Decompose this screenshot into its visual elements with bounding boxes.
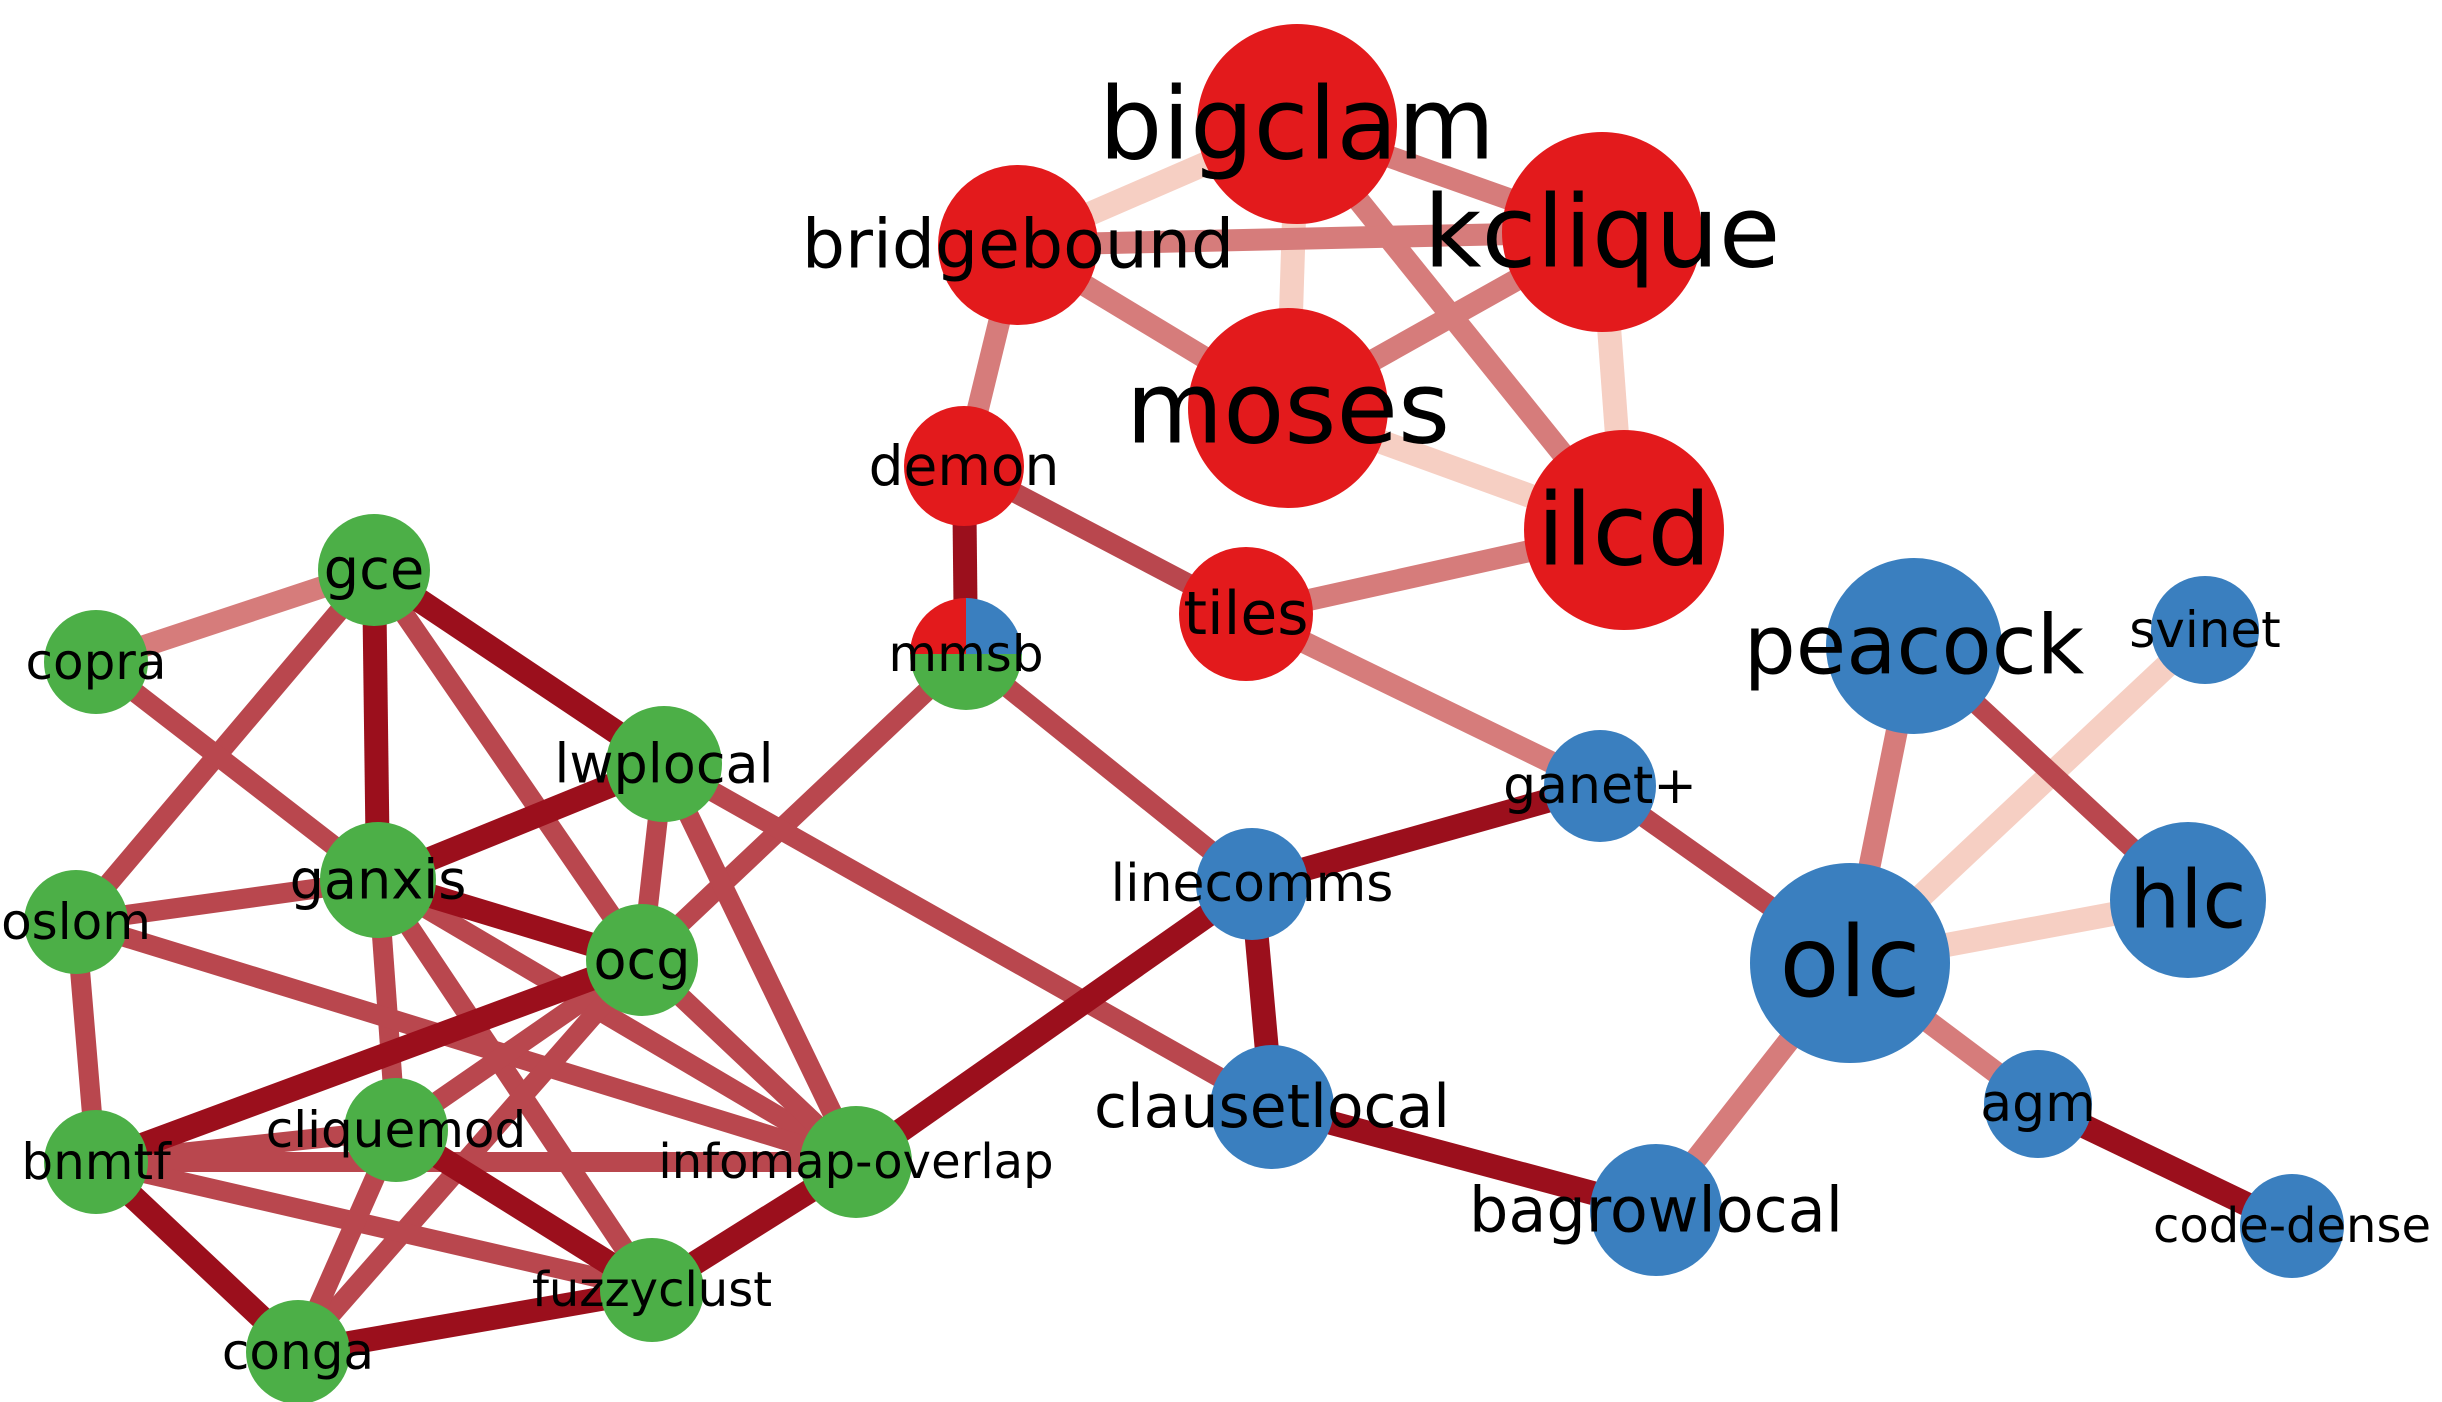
edge-bnmtf-fuzzyclust <box>93 1152 655 1300</box>
node-label-ocg: ocg <box>593 929 690 992</box>
node-label-svinet: svinet <box>2129 601 2281 659</box>
node-label-moses: moses <box>1126 350 1450 467</box>
node-label-hlc: hlc <box>2130 854 2247 947</box>
edge-lwplocal-infomap <box>654 759 866 1167</box>
node-tiles <box>1179 547 1313 681</box>
node-ilcd <box>1524 430 1724 630</box>
node-label-agm: agm <box>1980 1074 2096 1134</box>
node-label-ganet: ganet+ <box>1503 756 1697 816</box>
node-label-lwplocal: lwplocal <box>554 733 773 796</box>
node-label-olc: olc <box>1779 906 1920 1020</box>
node-label-codedense: code-dense <box>2153 1198 2431 1254</box>
edge-mmsb-ocg <box>635 646 973 968</box>
nodes-layer <box>24 24 2344 1402</box>
node-agm <box>1984 1050 2092 1158</box>
node-label-kclique: kclique <box>1424 174 1781 291</box>
node-label-bnmtf: bnmtf <box>21 1133 172 1191</box>
node-label-bagrowlocal: bagrowlocal <box>1469 1174 1843 1247</box>
node-infomap <box>800 1106 912 1218</box>
node-bigclam <box>1197 24 1397 224</box>
edge-lwplocal-clausetlocal <box>659 755 1277 1116</box>
node-gce <box>318 514 430 626</box>
node-label-bigclam: bigclam <box>1099 66 1495 183</box>
edge-fuzzyclust-conga <box>295 1278 655 1364</box>
node-peacock <box>1826 558 2002 734</box>
edge-ganxis-infomap <box>372 871 862 1171</box>
edge-gce-oslom <box>68 563 382 929</box>
node-label-bridgebound: bridgebound <box>802 206 1234 285</box>
node-hlc <box>2110 822 2266 978</box>
node-fuzzyclust <box>600 1238 704 1342</box>
node-label-fuzzyclust: fuzzyclust <box>532 1262 772 1318</box>
node-mmsb-blue-part <box>966 598 1022 654</box>
node-copra <box>44 610 148 714</box>
node-svinet <box>2151 576 2259 684</box>
node-label-infomap: infomap-overlap <box>658 1134 1053 1190</box>
node-label-copra: copra <box>25 633 166 691</box>
edge-oslom-infomap <box>73 912 859 1172</box>
node-conga <box>246 1300 350 1402</box>
node-ocg <box>586 904 698 1016</box>
edge-copra-ganxis <box>89 654 385 888</box>
node-label-peacock: peacock <box>1744 599 2085 694</box>
node-label-ilcd: ilcd <box>1537 472 1711 589</box>
node-label-gce: gce <box>324 538 425 603</box>
node-label-tiles: tiles <box>1183 579 1308 649</box>
edge-ocg-bnmtf <box>91 948 647 1174</box>
node-label-ganxis: ganxis <box>290 849 467 912</box>
node-label-clausetlocal: clausetlocal <box>1094 1072 1450 1142</box>
node-label-cliquemod: cliquemod <box>266 1101 527 1159</box>
node-kclique <box>1502 132 1702 332</box>
node-bridgebound <box>938 165 1098 325</box>
node-oslom <box>24 870 128 974</box>
node-demon <box>904 406 1024 526</box>
node-bnmtf <box>44 1110 148 1214</box>
edge-linecomms-infomap <box>849 874 1259 1172</box>
node-label-mmsb: mmsb <box>888 625 1043 683</box>
edge-ganet-linecomms <box>1248 774 1604 896</box>
node-label-linecomms: linecomms <box>1111 854 1394 914</box>
edge-mmsb-linecomms <box>959 646 1259 892</box>
edge-gce-ocg <box>365 564 651 966</box>
node-ganxis <box>320 822 436 938</box>
node-linecomms <box>1196 828 1308 940</box>
node-label-conga: conga <box>222 1323 374 1381</box>
node-ganet <box>1544 730 1656 842</box>
node-clausetlocal <box>1210 1045 1334 1169</box>
node-lwplocal <box>606 706 722 822</box>
node-label-demon: demon <box>869 434 1060 498</box>
node-mmsb-red-part <box>910 598 966 654</box>
edge-ganxis-fuzzyclust <box>369 874 661 1296</box>
node-label-oslom: oslom <box>1 893 151 951</box>
node-bagrowlocal <box>1590 1144 1722 1276</box>
node-cliquemod <box>344 1078 448 1182</box>
edge-clausetlocal-bagrowlocal <box>1268 1095 1660 1222</box>
node-mmsb-green-part <box>910 654 1022 710</box>
node-mmsb <box>910 598 1022 710</box>
node-olc <box>1750 863 1950 1063</box>
node-moses <box>1188 308 1388 508</box>
edge-gce-lwplocal <box>367 560 671 774</box>
node-codedense <box>2240 1174 2344 1278</box>
